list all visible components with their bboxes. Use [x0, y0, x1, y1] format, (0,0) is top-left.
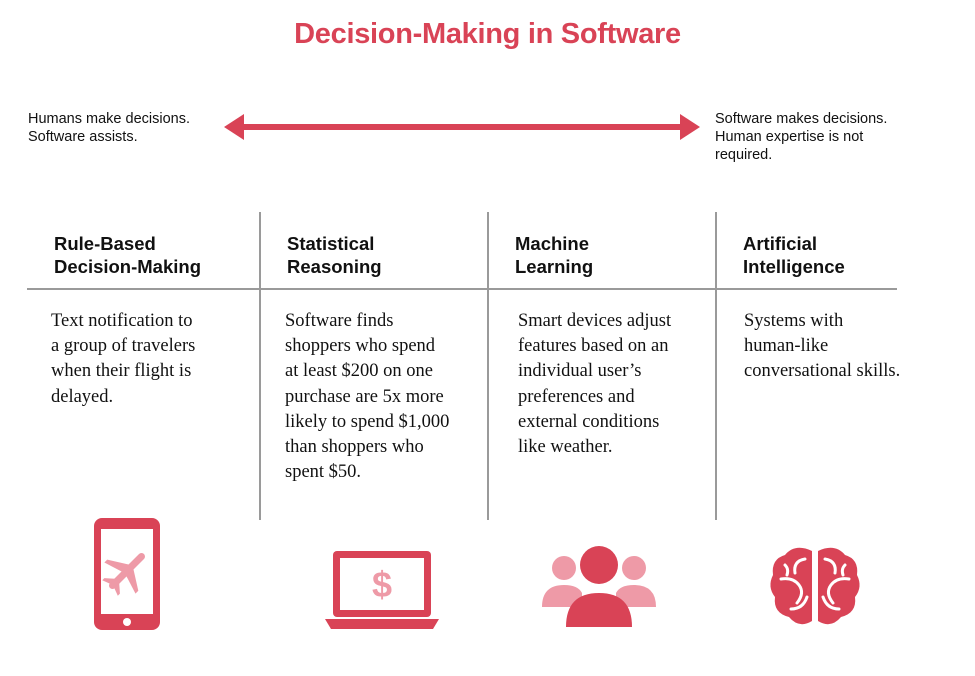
column-divider [487, 212, 489, 520]
heading-line: Reasoning [287, 256, 382, 277]
spectrum-left-line: Humans make decisions. [28, 111, 190, 127]
heading-line: Learning [515, 256, 594, 277]
body-line: Text notification to [51, 311, 193, 331]
laptop-dollar-icon: $ [325, 551, 439, 629]
body-line: shoppers who spend [285, 336, 436, 357]
body-line: individual user’s [518, 361, 642, 382]
spectrum-left-line: Software assists. [28, 129, 138, 145]
body-line: likely to spend $1,000 [285, 411, 450, 432]
smartphone-airplane-icon [94, 518, 160, 630]
column-body-ai: Systems with human-like conversational s… [744, 309, 900, 385]
heading-line: Rule-Based [54, 233, 156, 254]
spectrum-left-label: Humans make decisions. Software assists. [28, 110, 238, 146]
body-line: Smart devices adjust [518, 311, 672, 331]
heading-line: Intelligence [743, 256, 845, 277]
spectrum-right-line: required. [715, 147, 773, 163]
column-heading-ai: Artificial Intelligence [743, 232, 845, 278]
svg-text:$: $ [372, 564, 392, 605]
column-body-statistical: Software finds shoppers who spend at lea… [285, 309, 449, 485]
spectrum-right-label: Software makes decisions. Human expertis… [715, 110, 945, 164]
body-line: a group of travelers [51, 336, 196, 357]
column-body-machine-learning: Smart devices adjust features based on a… [518, 309, 671, 460]
brain-icon [770, 547, 860, 625]
column-divider [715, 212, 717, 520]
spectrum-right-line: Human expertise is not [715, 129, 864, 145]
body-line: purchase are 5x more [285, 386, 444, 407]
body-line: Systems with [744, 311, 844, 331]
body-line: preferences and [518, 386, 635, 407]
spectrum-right-line: Software makes decisions. [715, 111, 888, 127]
heading-line: Machine [515, 233, 590, 254]
heading-line: Statistical [287, 233, 375, 254]
body-line: features based on an [518, 336, 669, 357]
body-line: like weather. [518, 437, 613, 458]
column-body-rule-based: Text notification to a group of traveler… [51, 309, 195, 410]
body-line: human-like [744, 336, 829, 357]
column-heading-statistical: Statistical Reasoning [287, 232, 382, 278]
body-line: at least $200 on one [285, 361, 433, 382]
body-line: when their flight is [51, 361, 192, 382]
column-heading-rule-based: Rule-Based Decision-Making [54, 232, 201, 278]
column-divider [259, 212, 261, 520]
body-line: spent $50. [285, 462, 362, 483]
body-line: delayed. [51, 386, 114, 407]
body-line: external conditions [518, 411, 660, 432]
double-arrow-icon [224, 114, 700, 140]
column-heading-machine-learning: Machine Learning [515, 232, 593, 278]
heading-line: Artificial [743, 233, 818, 254]
body-line: conversational skills. [744, 361, 901, 382]
heading-line: Decision-Making [54, 256, 201, 277]
header-divider [27, 288, 897, 290]
body-line: than shoppers who [285, 437, 424, 458]
body-line: Software finds [285, 311, 394, 331]
page-title: Decision-Making in Software [294, 18, 681, 50]
users-group-icon [542, 546, 656, 627]
